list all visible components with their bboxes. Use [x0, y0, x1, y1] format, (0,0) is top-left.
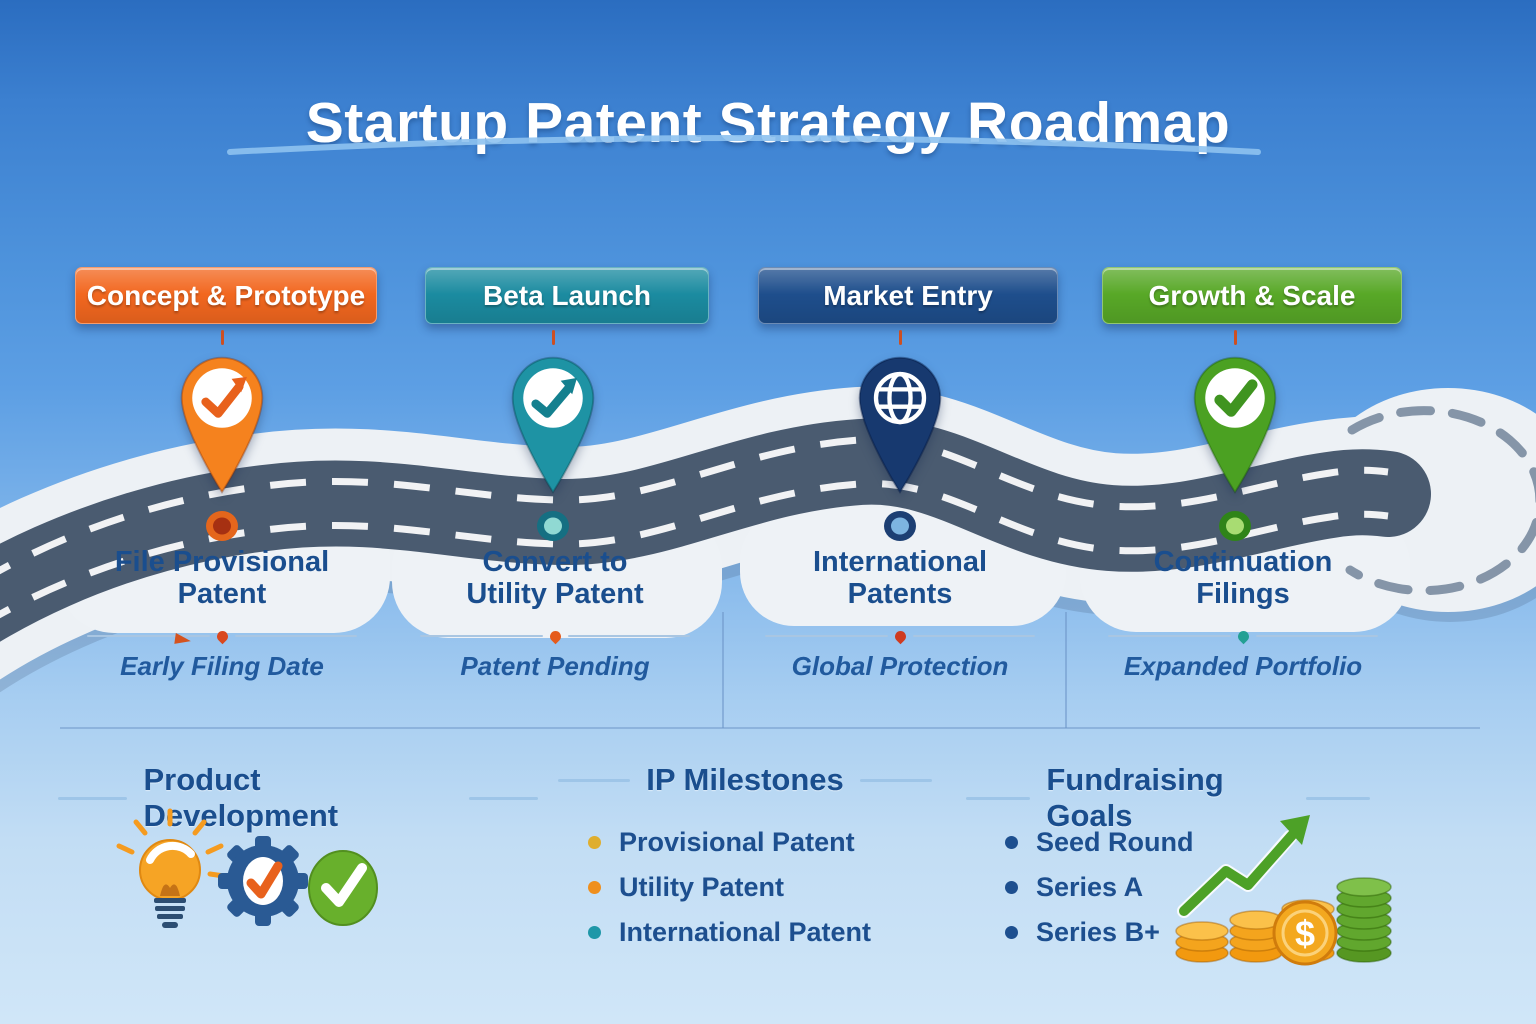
- section-heading: IP Milestones: [646, 762, 844, 797]
- green-coin-stack-icon: [1336, 877, 1392, 963]
- map-pin-beta: [511, 356, 595, 494]
- phase-label: Concept & Prototype: [86, 279, 366, 311]
- droplet-marker-icon: [547, 628, 563, 645]
- list-item: Series B+: [1005, 910, 1194, 955]
- milestone-divider: [420, 628, 690, 645]
- horizontal-separator: [60, 727, 1480, 729]
- title-underline: [227, 135, 1261, 155]
- banner-connector-tick: [221, 330, 224, 345]
- pin-base-marker: [884, 511, 916, 541]
- phase-banner-market-entry: Market Entry: [758, 267, 1058, 324]
- list-item: Provisional Patent: [588, 820, 871, 865]
- list-item: Series A: [1005, 865, 1194, 910]
- header-rule: [58, 796, 128, 800]
- phase-label: Beta Launch: [482, 279, 652, 311]
- vertical-separator: [1065, 612, 1067, 728]
- milestone-subtitle: Global Protection: [791, 650, 1009, 681]
- dollar-coin-icon: $: [1272, 900, 1338, 966]
- ip-milestones-list: Provisional Patent Utility Patent Intern…: [588, 820, 871, 955]
- header-rule: [558, 778, 631, 782]
- product-development-icons: [116, 808, 378, 928]
- droplet-marker-icon: [892, 628, 908, 645]
- list-item: International Patent: [588, 910, 871, 955]
- fundraising-goals-list: Seed Round Series A Series B+: [1005, 820, 1194, 955]
- header-rule: [966, 796, 1031, 800]
- marker-arrow-icon: [174, 632, 192, 646]
- check-circle-icon: [308, 850, 378, 926]
- bullet-dot: [1005, 836, 1018, 849]
- phase-banner-concept-prototype: Concept & Prototype: [75, 267, 377, 324]
- globe-icon: [873, 371, 927, 425]
- bullet-dot: [588, 926, 601, 939]
- pin-base-marker: [537, 511, 569, 541]
- list-item: Utility Patent: [588, 865, 871, 910]
- section-heading: Product Development: [143, 762, 339, 833]
- section-header-product-development: Product Development: [58, 762, 538, 834]
- list-item: Seed Round: [1005, 820, 1194, 865]
- bullet-dot: [1005, 926, 1018, 939]
- milestone-divider: [1108, 628, 1378, 645]
- milestone-divider: [765, 628, 1035, 645]
- banner-connector-tick: [552, 330, 555, 345]
- milestone-subtitle: Expanded Portfolio: [1123, 650, 1363, 681]
- header-rule: [859, 778, 932, 782]
- coins-growth-icon: $: [1175, 815, 1392, 966]
- banner-connector-tick: [1234, 330, 1237, 345]
- check-icon: [1214, 379, 1258, 417]
- growth-arrow-icon: [1177, 815, 1310, 918]
- phase-label: Growth & Scale: [1148, 279, 1356, 311]
- header-rule: [468, 796, 538, 800]
- map-pin-market: [858, 356, 942, 494]
- milestone-subtitle: Patent Pending: [460, 650, 650, 681]
- droplet-marker-icon: [1235, 628, 1251, 645]
- map-pin-concept: [180, 356, 264, 494]
- bullet-dot: [588, 836, 601, 849]
- section-heading: Fundraising Goals: [1046, 762, 1224, 833]
- banner-connector-tick: [899, 330, 902, 345]
- milestone-divider: [87, 628, 357, 646]
- gear-check-icon: [218, 836, 308, 926]
- pin-base-marker: [206, 511, 238, 541]
- trend-arrow-icon: [531, 377, 577, 418]
- header-rule: [1305, 796, 1370, 800]
- phase-banner-beta-launch: Beta Launch: [425, 267, 709, 324]
- phase-label: Market Entry: [823, 279, 993, 311]
- milestone-subtitle: Early Filing Date: [120, 650, 324, 681]
- lightbulb-icon: [116, 808, 227, 928]
- bullet-dot: [588, 881, 601, 894]
- bullet-dot: [1005, 881, 1018, 894]
- check-arrow-icon: [201, 376, 247, 418]
- svg-text:$: $: [1295, 913, 1315, 954]
- phase-banner-growth-scale: Growth & Scale: [1102, 267, 1402, 324]
- section-header-ip-milestones: IP Milestones: [545, 762, 945, 798]
- vertical-separator: [722, 612, 724, 728]
- pin-base-marker: [1219, 511, 1251, 541]
- map-pin-growth: [1193, 356, 1277, 494]
- droplet-marker-icon: [214, 628, 230, 645]
- section-header-fundraising-goals: Fundraising Goals: [966, 762, 1370, 834]
